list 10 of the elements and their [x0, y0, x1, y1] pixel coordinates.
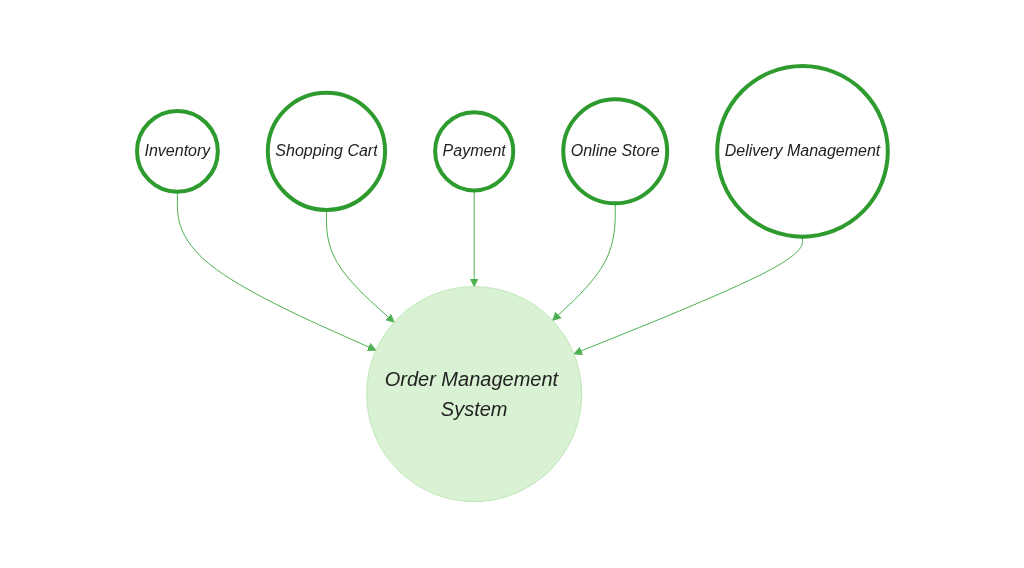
- node-circle: Payment: [432, 110, 515, 193]
- arrow: [325, 209, 395, 323]
- arrow: [176, 191, 376, 352]
- node-circle: Order Management System: [365, 286, 582, 503]
- node-circle: Online Store: [560, 97, 669, 206]
- node-circle: Inventory: [134, 109, 220, 194]
- arrow: [573, 236, 803, 356]
- node-circle: Shopping Cart: [265, 90, 387, 213]
- node-circle: Delivery Management: [714, 64, 890, 239]
- arrow: [469, 190, 479, 288]
